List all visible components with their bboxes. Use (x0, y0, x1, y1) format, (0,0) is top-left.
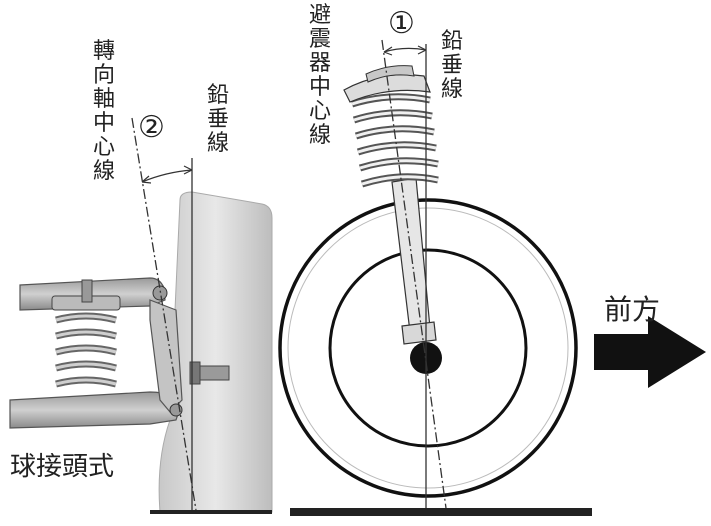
ground-line (290, 508, 592, 516)
strut-axis-label: 避震器中心線 (308, 3, 331, 148)
lower-control-arm (9, 391, 181, 429)
left-angle-marker: ② (138, 110, 165, 145)
upper-ball-joint (152, 285, 168, 301)
left-vertical-line-label: 鉛垂線 (206, 83, 229, 156)
kingpin-axis-line (131, 117, 197, 511)
right-angle-marker: ① (388, 6, 415, 41)
left-angle-arc (141, 169, 193, 183)
right-vertical-line-label: 鉛垂線 (440, 29, 463, 102)
forward-arrow-icon (594, 316, 706, 388)
kingpin-axis-label: 轉向軸中心線 (92, 39, 115, 184)
left-coil-spring (51, 279, 121, 388)
right-angle-arc (383, 47, 427, 53)
ball-joint-caption: 球接頭式 (10, 452, 115, 482)
left-figure (9, 117, 273, 514)
right-coil-spring (350, 93, 439, 188)
left-tire (158, 191, 273, 513)
direction-label: 前方 (604, 293, 661, 326)
strut-axis-line (381, 39, 447, 509)
right-figure (278, 39, 706, 516)
